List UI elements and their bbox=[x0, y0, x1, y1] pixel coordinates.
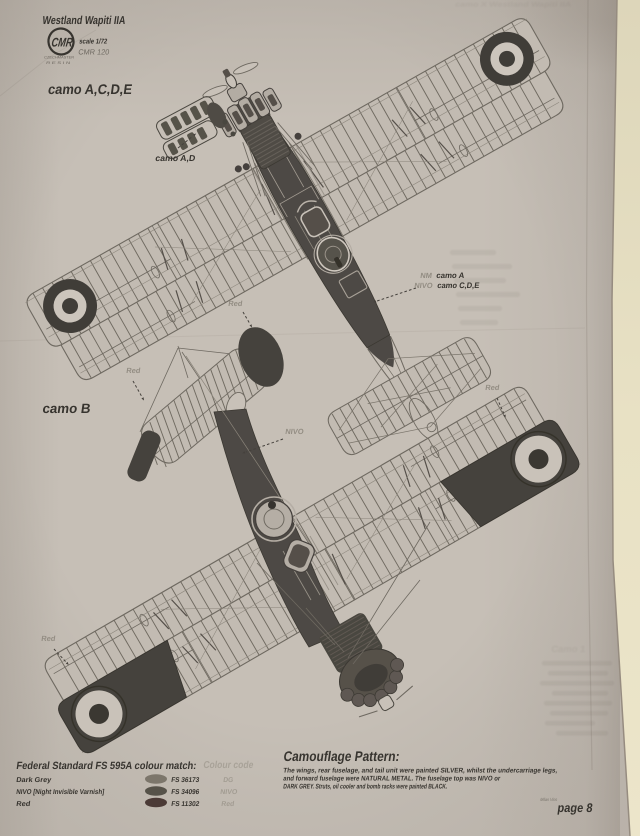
svg-text:Westland Wapiti IIA: Westland Wapiti IIA bbox=[42, 15, 127, 27]
svg-text:Camo 1: Camo 1 bbox=[551, 644, 586, 654]
svg-text:CMR: CMR bbox=[51, 36, 74, 50]
svg-text:Red: Red bbox=[228, 299, 244, 308]
svg-text:Dark Grey: Dark Grey bbox=[16, 777, 52, 784]
svg-text:camo A,D: camo A,D bbox=[155, 153, 196, 163]
svg-text:camo A: camo A bbox=[436, 271, 465, 280]
svg-text:DARK GREY. Struts, oil cooler: DARK GREY. Struts, oil cooler and bomb r… bbox=[283, 784, 448, 791]
svg-text:Red: Red bbox=[41, 634, 57, 643]
svg-text:page 8: page 8 bbox=[557, 801, 594, 815]
svg-text:and forward fuselage were NATU: and forward fuselage were NATURAL METAL.… bbox=[283, 776, 501, 783]
svg-text:Red: Red bbox=[485, 383, 501, 392]
svg-text:DG: DG bbox=[223, 777, 234, 784]
svg-text:CZECHMASTER: CZECHMASTER bbox=[44, 56, 75, 60]
svg-text:scale 1/72: scale 1/72 bbox=[79, 39, 108, 46]
svg-text:Red: Red bbox=[16, 801, 31, 808]
svg-text:Federal Standard FS 595A colou: Federal Standard FS 595A colour match: bbox=[16, 760, 198, 772]
svg-text:Colour code: Colour code bbox=[203, 760, 255, 771]
svg-text:FS 34096: FS 34096 bbox=[171, 789, 200, 796]
svg-text:camo A,C,D,E: camo A,C,D,E bbox=[47, 81, 133, 97]
svg-text:camo B: camo B bbox=[42, 401, 92, 416]
svg-text:Camouflage Pattern:: Camouflage Pattern: bbox=[283, 748, 401, 764]
svg-text:Red: Red bbox=[126, 366, 142, 375]
svg-text:Milan Vins: Milan Vins bbox=[540, 797, 558, 802]
svg-text:camo C,D,E: camo C,D,E bbox=[437, 281, 481, 290]
svg-text:NM: NM bbox=[420, 271, 433, 280]
svg-text:CMR 120: CMR 120 bbox=[78, 48, 110, 57]
svg-text:Red: Red bbox=[221, 801, 235, 808]
svg-text:NIVO [Night Invisible Varnish]: NIVO [Night Invisible Varnish] bbox=[16, 789, 105, 796]
svg-text:NIVO: NIVO bbox=[414, 281, 434, 290]
svg-text:camo X Westland Wapiti IIA: camo X Westland Wapiti IIA bbox=[455, 2, 572, 9]
svg-text:The wings, rear fuselage, and: The wings, rear fuselage, and tail unit … bbox=[283, 768, 558, 775]
svg-text:FS 36173: FS 36173 bbox=[171, 777, 200, 784]
svg-text:R E S I N: R E S I N bbox=[46, 61, 71, 65]
svg-text:FS 11302: FS 11302 bbox=[171, 801, 200, 808]
svg-text:NIVO: NIVO bbox=[220, 789, 239, 796]
svg-text:NIVO: NIVO bbox=[285, 427, 305, 436]
